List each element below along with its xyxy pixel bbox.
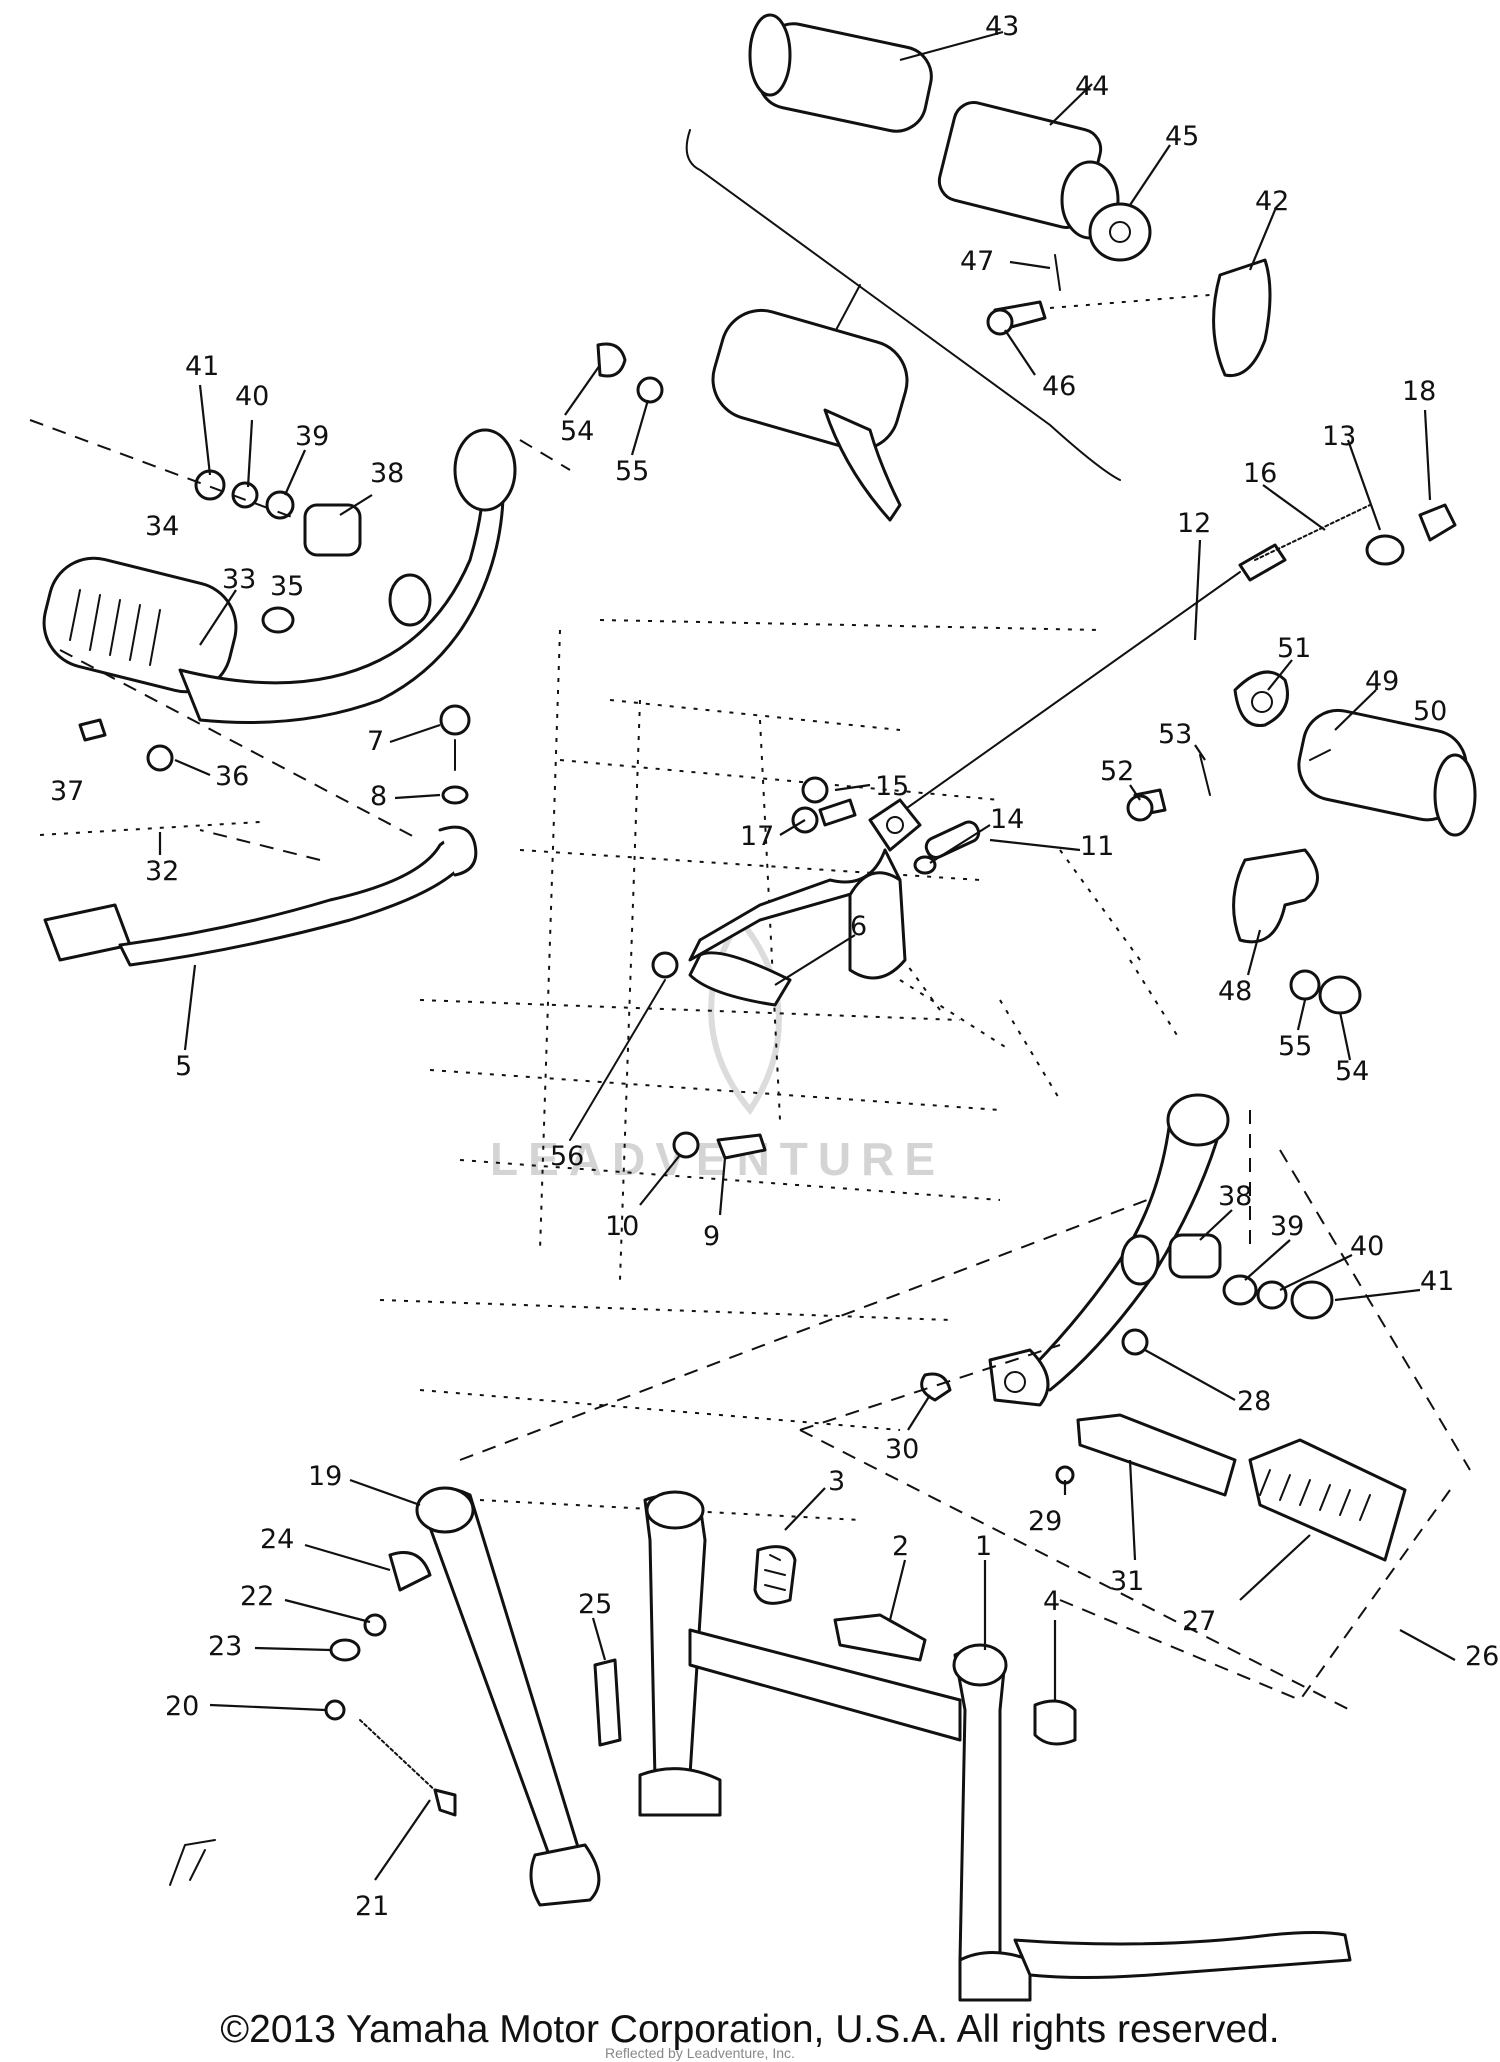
callout-51: 51 (1277, 633, 1311, 664)
callout-22: 22 (240, 1581, 274, 1612)
copyright-notice: ©2013 Yamaha Motor Corporation, U.S.A. A… (220, 2008, 1280, 2051)
watermark-text: LEADVENTURE (490, 1133, 945, 1185)
callout-48: 48 (1218, 976, 1252, 1007)
callout-8: 8 (370, 781, 387, 812)
callout-35: 35 (270, 571, 304, 602)
right-footrest-assembly (799, 1093, 1471, 1711)
callout-23: 23 (208, 1631, 242, 1662)
callout-47: 47 (960, 246, 994, 277)
callout-1: 1 (975, 1531, 992, 1562)
callout-13: 13 (1322, 421, 1356, 452)
callout-27: 27 (1182, 1606, 1216, 1637)
brake-arm-assembly (569, 776, 981, 1160)
callout-39-upper: 39 (295, 421, 329, 452)
callouts: 43 44 45 42 47 46 18 13 16 12 51 49 50 5… (50, 11, 1499, 1922)
callout-29: 29 (1028, 1506, 1062, 1537)
side-stand (169, 1486, 622, 1907)
callout-50: 50 (1413, 696, 1447, 727)
callout-46: 46 (1042, 371, 1076, 402)
callout-40-upper: 40 (235, 381, 269, 412)
callout-4: 4 (1043, 1586, 1060, 1617)
callout-24: 24 (260, 1524, 294, 1555)
callout-42: 42 (1255, 186, 1289, 217)
callout-21: 21 (355, 1891, 389, 1922)
brake-rod-assembly (868, 503, 1477, 852)
callout-33: 33 (222, 564, 256, 595)
brake-pedal-assembly (43, 704, 478, 967)
callout-41-lower: 41 (1420, 1266, 1454, 1297)
callout-44: 44 (1075, 71, 1109, 102)
callout-6: 6 (850, 911, 867, 942)
callout-32: 32 (145, 856, 179, 887)
callout-26: 26 (1465, 1641, 1499, 1672)
callout-14: 14 (990, 804, 1024, 835)
callout-55-upper: 55 (615, 456, 649, 487)
callout-31: 31 (1110, 1566, 1144, 1597)
footer-small-text: Reflected by Leadventure, Inc. (605, 2045, 795, 2061)
frame-outline (379, 619, 1201, 1521)
callout-36: 36 (215, 761, 249, 792)
callout-16: 16 (1243, 458, 1277, 489)
callout-43: 43 (985, 11, 1019, 42)
callout-34: 34 (145, 511, 179, 542)
callout-11: 11 (1080, 831, 1114, 862)
callout-20: 20 (165, 1691, 199, 1722)
callout-25: 25 (578, 1589, 612, 1620)
callout-12: 12 (1177, 508, 1211, 539)
grip-assembly (685, 13, 1272, 522)
callout-5: 5 (175, 1051, 192, 1082)
callout-49: 49 (1365, 666, 1399, 697)
callout-17: 17 (740, 821, 774, 852)
callout-38-upper: 38 (370, 458, 404, 489)
callout-55-lower: 55 (1278, 1031, 1312, 1062)
callout-19: 19 (308, 1461, 342, 1492)
callout-2: 2 (892, 1531, 909, 1562)
callout-15: 15 (875, 771, 909, 802)
callout-30: 30 (885, 1434, 919, 1465)
callout-54-upper: 54 (560, 416, 594, 447)
callout-37: 37 (50, 776, 84, 807)
callout-56: 56 (550, 1141, 584, 1172)
callout-41-upper: 41 (185, 351, 219, 382)
callout-3: 3 (828, 1466, 845, 1497)
callout-40-lower: 40 (1350, 1231, 1384, 1262)
callout-45: 45 (1165, 121, 1199, 152)
center-stand (638, 1490, 1352, 2002)
callout-52: 52 (1100, 756, 1134, 787)
watermark-logo (708, 914, 782, 1116)
left-footrest-assembly (29, 342, 664, 861)
callout-53: 53 (1158, 719, 1192, 750)
callout-38-lower: 38 (1218, 1181, 1252, 1212)
callout-10: 10 (605, 1211, 639, 1242)
callout-39-lower: 39 (1270, 1211, 1304, 1242)
callout-7: 7 (367, 726, 384, 757)
callout-9: 9 (703, 1221, 720, 1252)
callout-28: 28 (1237, 1386, 1271, 1417)
callout-18: 18 (1402, 376, 1436, 407)
callout-54-lower: 54 (1335, 1056, 1369, 1087)
